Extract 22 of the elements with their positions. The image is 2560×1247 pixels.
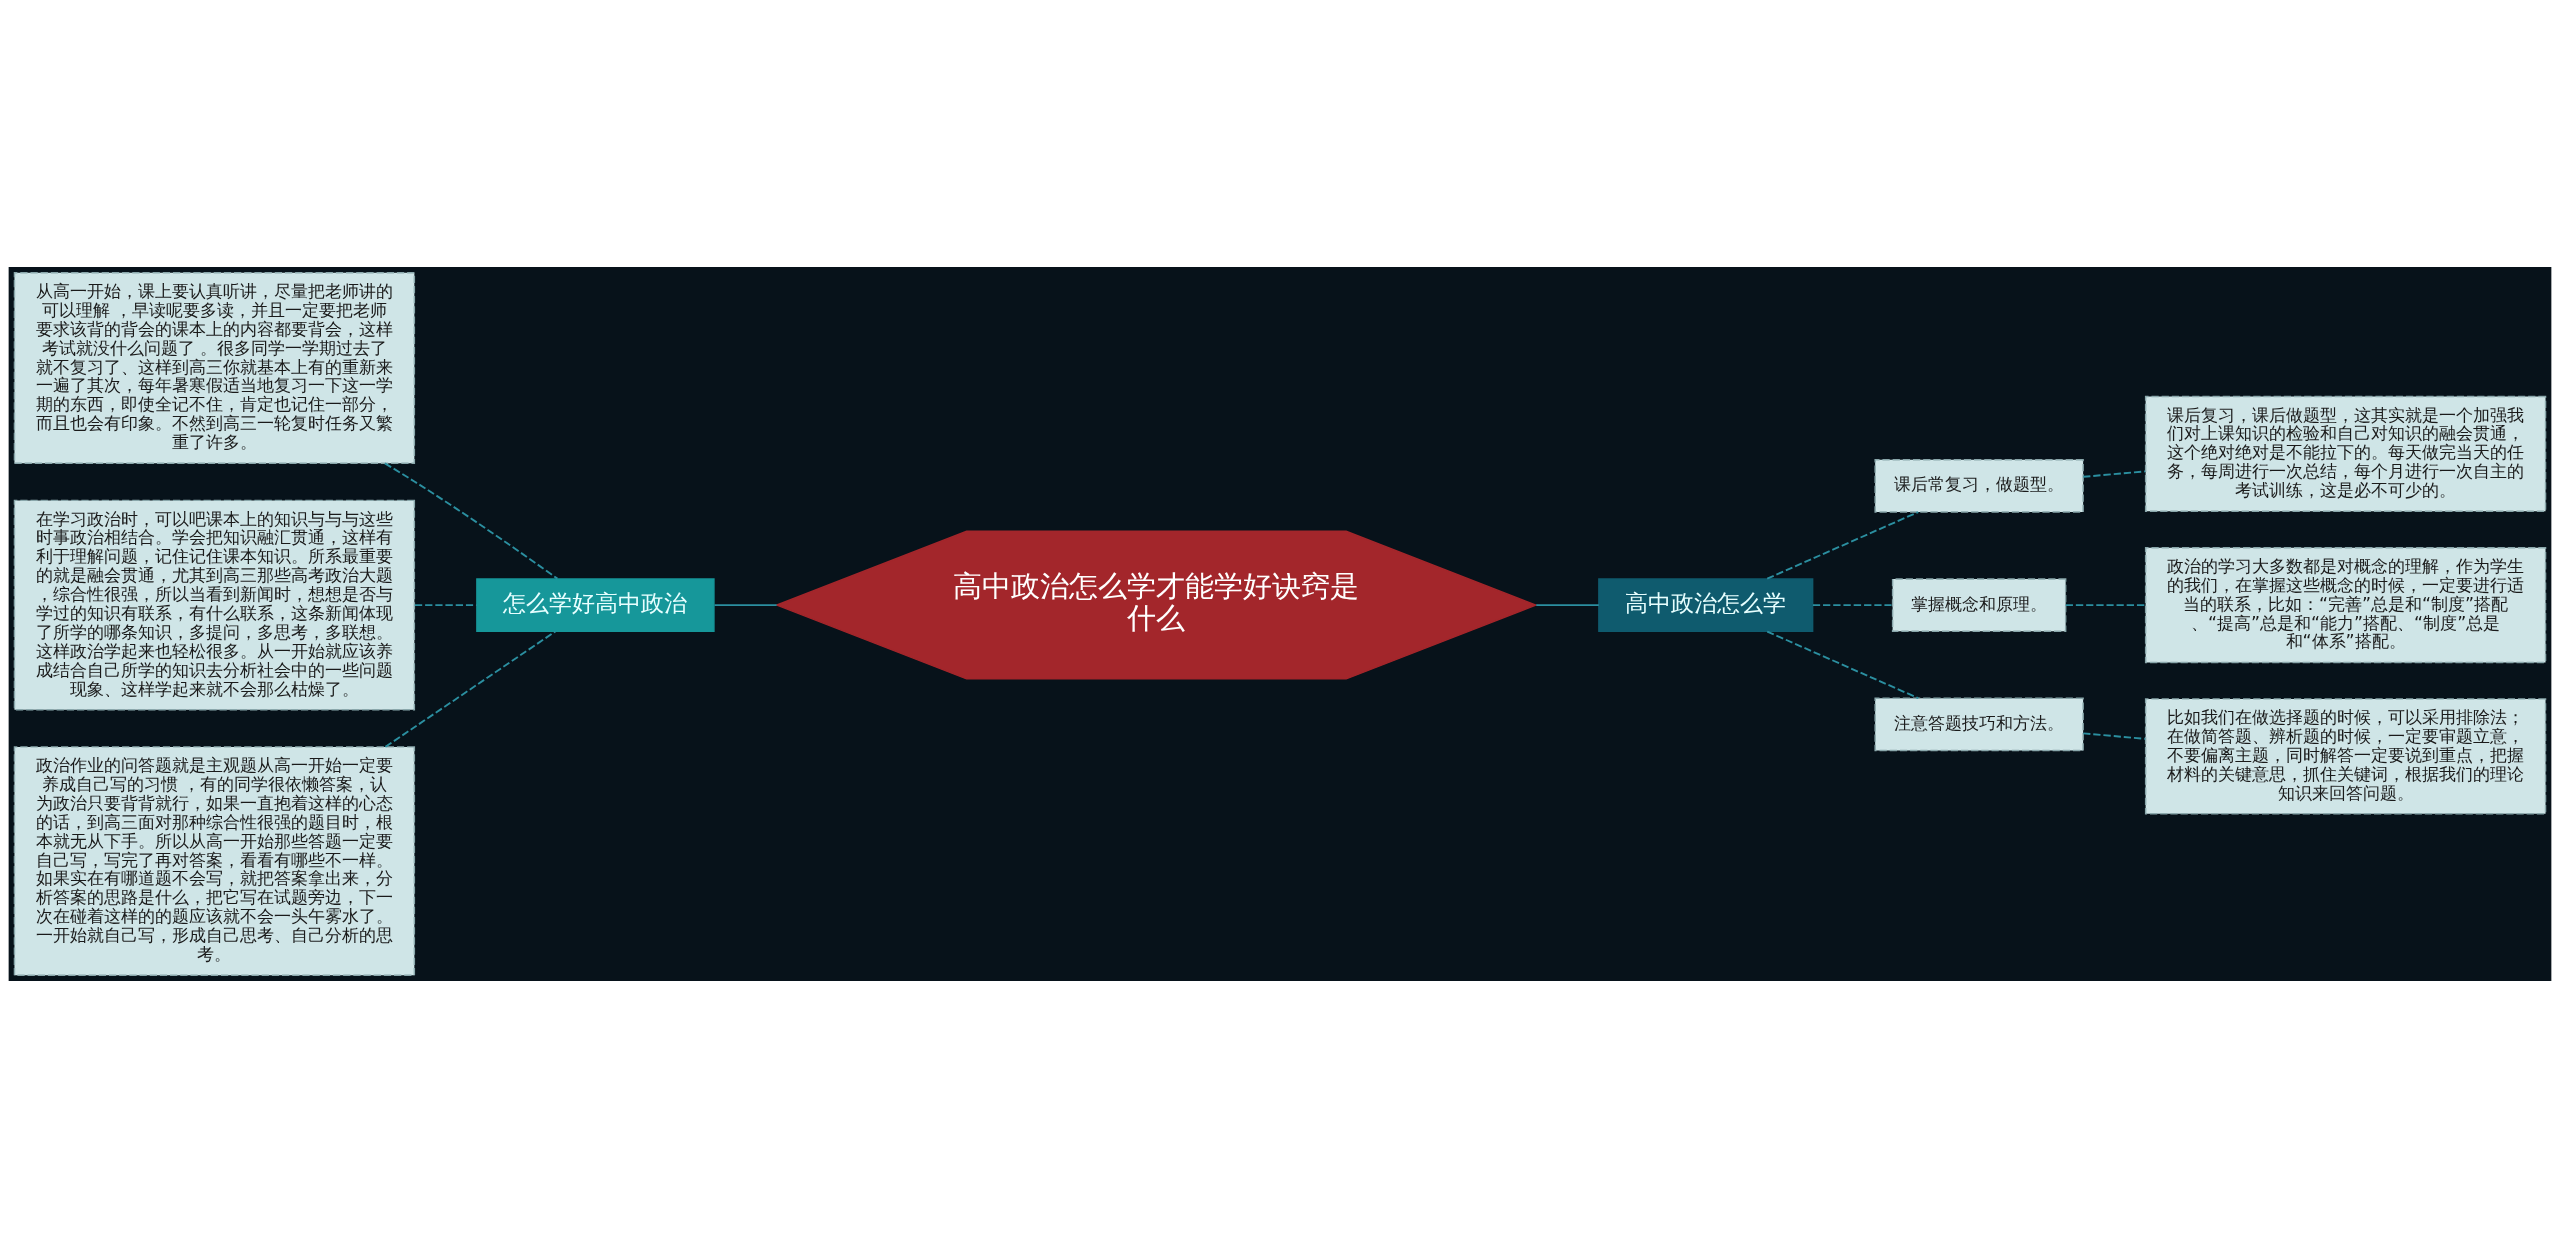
node-box: 政治的学习大多数都是对概念的理解，作为学生的我们，在掌握这些概念的时候，一定要进行适当的联系，比如：“完善”总是和“制度”搭配、“提高”总是和“能力”搭配、“制度”总是和“体系”搭配。 (2144, 546, 2547, 663)
connector (1812, 603, 1894, 606)
node-box: 从高一开始，课上要认真听讲，尽量把老师讲的可以理解 ，早读呢要多读，并且一定要把老师要求该背的背会的课本上的内容都要背会，这样考试就没什么问题了 。很多同学一学期过去了就不复习了、这样到高三你就基本上有的重新来一遍了其次，每年暑寒假适当地复习一下这一学期的东西，即使全记不住，肯定也记住一部分，而且也会有印象。不然到高三一轮复时任务又繁重了许多。 (13, 271, 416, 464)
connector (383, 461, 559, 580)
node-box: 政治作业的问答题就是主观题从高一开始一定要养成自己写的习惯 ，有的同学很依懒答案，认为政治只要背背就行，如果一直抱着这样的心态的话，到高三面对那种综合性很强的题目时，根本就无从下手。所以从高一开始那些答题一定要自己写，写完了再对答案，看看有哪些不一样。如果实在有哪道题不会写，就把答案拿出来，分析答案的思路是什么，把它写在试题旁边，下一次在碰着这样的的题应该就不会一头午雾水了。一开始就自己写，形成自己思考、自己分析的思考。 (13, 745, 416, 976)
connector (2082, 731, 2147, 740)
connector (413, 603, 478, 606)
connector (713, 603, 778, 606)
connector (1766, 630, 1920, 699)
node-box: 怎么学好高中政治 (476, 577, 715, 632)
connector (2064, 603, 2147, 606)
node-box: 在学习政治时，可以吧课本上的知识与与与这些时事政治相结合。学会把知识融汇贯通，这样有利于理解问题，记住记住课本知识。所系最重要的就是融会贯通，尤其到高三那些高考政治大题，综合性很强，所以当看到新闻时，想想是否与学过的知识有联系，有什么联系，这条新闻体现了所学的哪条知识，多提问，多思考，多联想。这样政治学起来也轻松很多。从一开始就应该养成结合自己所学的知识去分析社会中的一些问题现象、这样学起来就不会那么枯燥了。 (13, 499, 416, 711)
connector (2082, 469, 2147, 478)
node-box: 比如我们在做选择题的时候，可以采用排除法；在做简答题、辨析题的时候，一定要审题立意，不要偏离主题，同时解答一定要说到重点，把握材料的关键意思，抓住关键词，根据我们的理论知识来回答问题。 (2144, 697, 2547, 814)
node-box: 课后复习，课后做题型，这其实就是一个加强我们对上课知识的检验和自己对知识的融会贯通，这个绝对绝对是不能拉下的。每天做完当天的任务，每周进行一次总结，每个月进行一次自主的考试训练，这是必不可少的。 (2144, 395, 2547, 512)
node-box: 注意答题技巧和方法。 (1874, 696, 2084, 751)
connector (1535, 603, 1600, 606)
node-box: 高中政治怎么学 (1598, 577, 1814, 632)
connector (384, 629, 557, 748)
node-box: 掌握概念和原理。 (1891, 577, 2067, 632)
connector (1766, 510, 1920, 580)
node-box: 课后常复习，做题型。 (1874, 458, 2084, 513)
